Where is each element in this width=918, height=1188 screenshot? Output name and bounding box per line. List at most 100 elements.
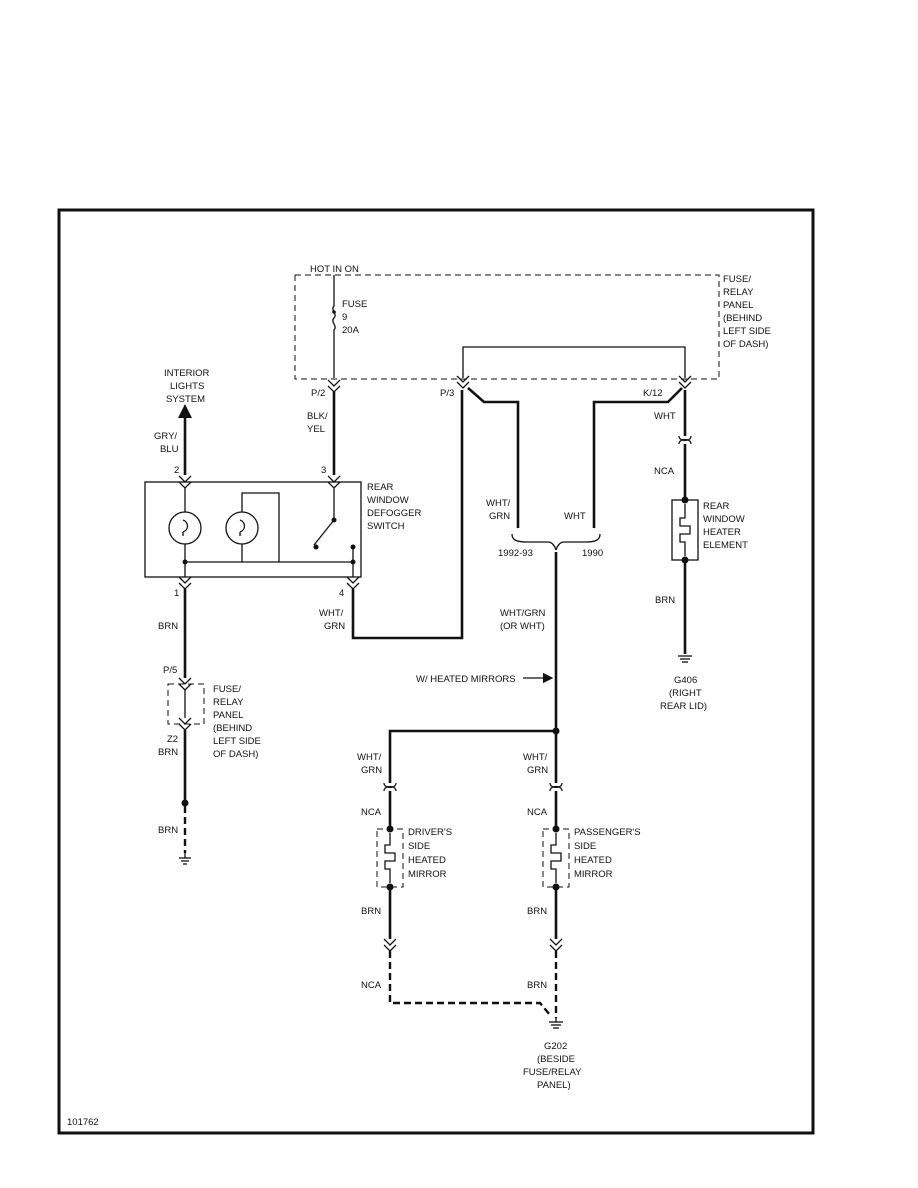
wire-wht-t: WHT xyxy=(564,511,586,522)
fuse-relay-panel-top xyxy=(294,274,720,380)
hot-in-on-label: HOT IN ON xyxy=(310,264,359,275)
driver-mirror-label-1: DRIVER'S xyxy=(408,827,452,838)
driver-mirror-label-2: SIDE xyxy=(408,841,430,852)
conn-k12-label: K/12 xyxy=(643,388,663,399)
interior-lights-label-3: SYSTEM xyxy=(166,394,205,405)
driver-mirror-label-3: HEATED xyxy=(408,855,446,866)
fuse-label-1: FUSE xyxy=(342,299,367,310)
wire-wht-grn-drv-2: GRN xyxy=(361,765,382,776)
fuse-panel-left-label-5: LEFT SIDE xyxy=(213,736,261,747)
switch-label-4: SWITCH xyxy=(367,521,405,532)
wire-brn-drv: BRN xyxy=(361,906,381,917)
switch-contact-icon xyxy=(313,519,335,546)
wire-wht-grn-t-2: GRN xyxy=(489,511,510,522)
g202-label-2: (BESIDE xyxy=(537,1054,575,1065)
fuse-panel-left-label-3: PANEL xyxy=(213,710,243,721)
connector-p3 xyxy=(456,375,470,389)
pin-4-label: 4 xyxy=(339,588,344,599)
fuse-relay-panel-left xyxy=(167,683,205,725)
wire-blk-yel-2: YEL xyxy=(307,424,325,435)
fuse-symbol xyxy=(332,300,336,378)
switch-label-2: WINDOW xyxy=(367,495,409,506)
wire-wht-grn-drv-1: WHT/ xyxy=(357,752,382,763)
conn-z2-label: Z2 xyxy=(167,734,178,745)
lamp-icon-1 xyxy=(168,511,202,545)
conn-p3-label: P/3 xyxy=(440,388,454,399)
wire-brn-rear: BRN xyxy=(655,595,675,606)
wire-brn-gnd-left: BRN xyxy=(158,825,178,836)
fuse-panel-left-label-6: OF DASH) xyxy=(213,749,258,760)
passengers-side-heated-mirror xyxy=(542,828,570,888)
wire-brn-pas-gnd: BRN xyxy=(527,980,547,991)
wire-brn-pas: BRN xyxy=(527,906,547,917)
rear-window-defogger-switch xyxy=(144,481,362,578)
wire-brn-pin1: BRN xyxy=(158,621,178,632)
driver-mirror-label-4: MIRROR xyxy=(408,869,447,880)
year-label-b: 1990 xyxy=(582,548,603,559)
fuse-panel-top-label-6: OF DASH) xyxy=(723,339,768,350)
pin-3-label: 3 xyxy=(321,465,326,476)
switch-label-1: REAR xyxy=(367,482,394,493)
passenger-mirror-label-2: SIDE xyxy=(574,841,596,852)
connector-nca-driver xyxy=(383,782,397,792)
lamp-icon-2 xyxy=(225,511,259,545)
wire-wht-grn-pas-2: GRN xyxy=(527,765,548,776)
wire-blk-yel-1: BLK/ xyxy=(307,411,328,422)
passenger-mirror-label-3: HEATED xyxy=(574,855,612,866)
passenger-mirror-label-1: PASSENGER'S xyxy=(574,827,641,838)
wire-wht-grn-pas-1: WHT/ xyxy=(523,752,548,763)
wire-brn-z2: BRN xyxy=(158,747,178,758)
conn-nca-driver-label: NCA xyxy=(361,807,382,818)
conn-p2-label: P/2 xyxy=(311,388,325,399)
connector-nca-passenger xyxy=(549,782,563,792)
conn-nca-passenger-label: NCA xyxy=(527,807,548,818)
year-label-a: 1992-93 xyxy=(498,548,533,559)
wire-wht-grn-or-wht-1: WHT/GRN xyxy=(500,608,546,619)
ground-icon-g202 xyxy=(549,1018,563,1029)
wire-wht-grn-t-1: WHT/ xyxy=(486,498,511,509)
rear-heater-label-3: HEATER xyxy=(703,527,741,538)
g202-label-1: G202 xyxy=(544,1041,567,1052)
passenger-mirror-label-4: MIRROR xyxy=(574,869,613,880)
diagram-frame xyxy=(57,208,815,1135)
g406-label-1: G406 xyxy=(674,675,697,686)
g406-label-3: REAR LID) xyxy=(660,701,707,712)
connector-p2 xyxy=(327,379,341,393)
fuse-panel-left-label-1: FUSE/ xyxy=(213,684,241,695)
year-brace xyxy=(511,533,601,551)
arrow-up-icon xyxy=(178,404,192,418)
fuse-label-2: 9 xyxy=(342,312,347,323)
g202-label-3: FUSE/RELAY xyxy=(523,1067,582,1078)
rear-heater-label-2: WINDOW xyxy=(703,514,745,525)
drivers-side-heated-mirror xyxy=(376,828,404,888)
switch-label-3: DEFOGGER xyxy=(367,508,422,519)
fuse-panel-left-label-2: RELAY xyxy=(213,697,244,708)
wire-wht-k12: WHT xyxy=(654,411,676,422)
fuse-panel-top-label-5: LEFT SIDE xyxy=(723,326,771,337)
rear-heater-label-4: ELEMENT xyxy=(703,540,748,551)
wire-wht-grn-or-wht-2: (OR WHT) xyxy=(500,621,545,632)
conn-nca-ground-label: NCA xyxy=(361,980,382,991)
conn-nca-rear-label: NCA xyxy=(654,466,675,477)
pin-2-label: 2 xyxy=(174,465,179,476)
pin-1-label: 1 xyxy=(174,588,179,599)
fuse-panel-top-label-1: FUSE/ xyxy=(723,274,751,285)
fuse-panel-left-label-4: (BEHIND xyxy=(213,723,252,734)
interior-lights-label-1: INTERIOR xyxy=(164,368,210,379)
g202-label-4: PANEL) xyxy=(537,1080,571,1091)
wire-wht-grn-sw-1: WHT/ xyxy=(319,608,344,619)
connector-k12 xyxy=(678,375,692,389)
wire-gry-blu-2: BLU xyxy=(160,444,179,455)
ground-icon-left xyxy=(179,853,191,865)
rear-heater-label-1: REAR xyxy=(703,501,730,512)
fuse-panel-top-label-3: PANEL xyxy=(723,300,753,311)
wire-gry-blu-1: GRY/ xyxy=(154,431,177,442)
fuse-panel-top-label-4: (BEHIND xyxy=(723,313,762,324)
figure-ref-number: 101762 xyxy=(67,1117,99,1128)
conn-p5-label: P/5 xyxy=(163,665,177,676)
interior-lights-label-2: LIGHTS xyxy=(170,381,204,392)
fuse-label-3: 20A xyxy=(342,325,360,336)
fuse-panel-top-label-2: RELAY xyxy=(723,287,754,298)
heated-mirrors-note: W/ HEATED MIRRORS xyxy=(416,674,516,685)
